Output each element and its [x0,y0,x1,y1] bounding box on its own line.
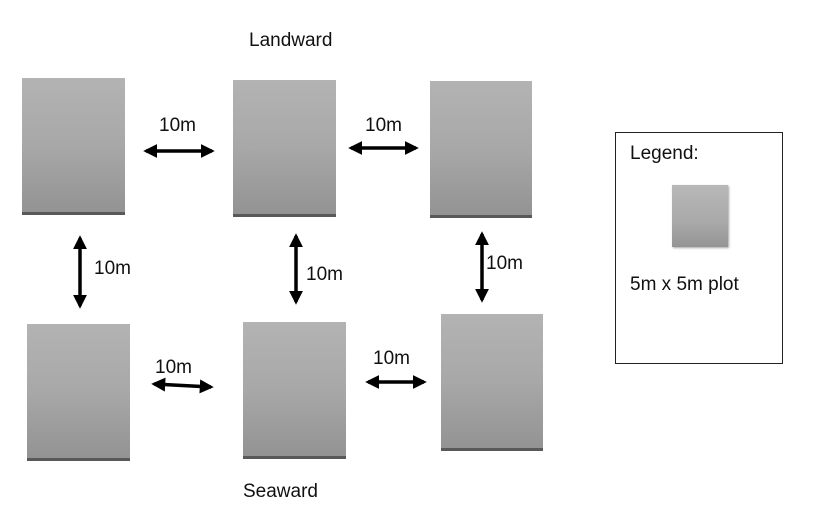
distance-label-left-vertical: 10m [94,258,131,279]
legend-box: Legend: 5m x 5m plot [615,132,783,364]
legend-plot-label: 5m x 5m plot [630,274,739,295]
plot-bottom-left [27,324,130,461]
plot-bottom-center [243,322,346,459]
distance-label-bottom-right: 10m [373,348,410,369]
plot-top-left [22,78,125,215]
distance-label-bottom-left: 10m [155,357,192,378]
legend-title: Legend: [630,143,699,164]
seaward-label: Seaward [243,481,318,502]
plot-top-right [430,81,532,218]
distance-label-center-vertical: 10m [306,264,343,285]
plot-top-center [233,80,336,217]
distance-label-top-right: 10m [365,115,402,136]
legend-plot-swatch [672,185,728,247]
distance-label-right-vertical: 10m [486,253,523,274]
plot-bottom-right [441,314,543,451]
distance-label-top-left: 10m [159,115,196,136]
landward-label: Landward [249,30,333,51]
arrow-bottom-left [151,377,214,394]
